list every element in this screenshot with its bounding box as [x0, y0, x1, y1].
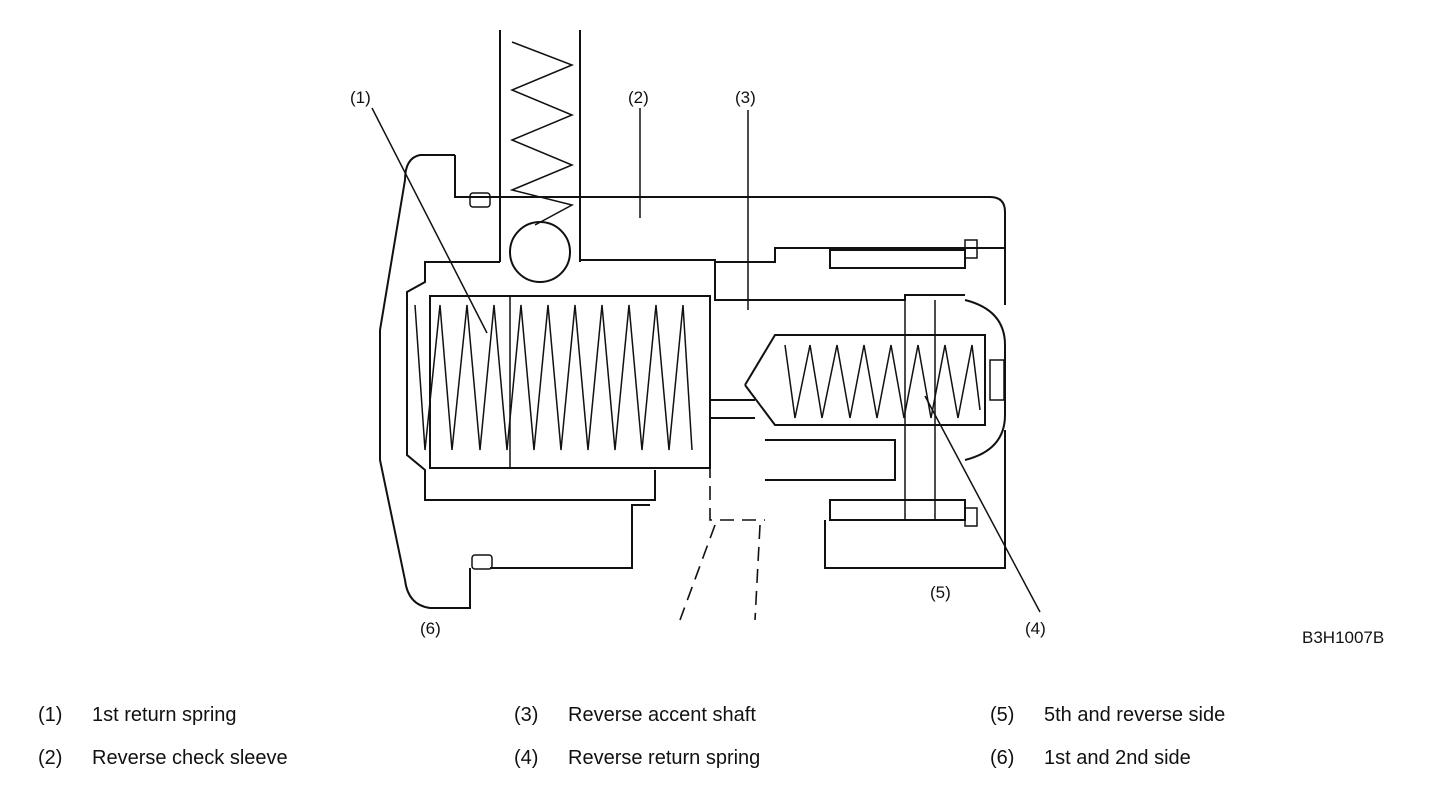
legend-text: 5th and reverse side	[1044, 704, 1226, 726]
callout-3: (3)	[735, 88, 756, 107]
legend-number: (5)	[990, 704, 1015, 726]
legend-number: (2)	[38, 747, 63, 769]
legend-text: 1st and 2nd side	[1044, 747, 1191, 769]
leader-lines	[371, 107, 1041, 613]
callout-4: (4)	[1025, 619, 1046, 638]
legend-number: (1)	[38, 704, 63, 726]
callout-6: (6)	[420, 619, 441, 638]
figure-code: B3H1007B	[1302, 628, 1385, 647]
callout-2: (2)	[628, 88, 649, 107]
legend-number: (3)	[514, 704, 539, 726]
legend-number: (6)	[990, 747, 1015, 769]
shift-fork-outline	[679, 420, 765, 621]
reverse-return-spring-assembly	[744, 239, 1006, 569]
callout-1: (1)	[350, 88, 371, 107]
callout-5: (5)	[930, 583, 951, 602]
mechanism-cross-section: (1) (2) (3) (4) (5) (6)	[350, 30, 1046, 638]
legend-text: Reverse return spring	[568, 747, 761, 769]
check-sleeve-housing	[379, 154, 1006, 609]
detent-plunger	[499, 30, 581, 283]
first-return-spring-assembly	[406, 261, 755, 501]
legend-text: Reverse accent shaft	[568, 704, 756, 726]
legend-number: (4)	[514, 747, 539, 769]
legend-text: Reverse check sleeve	[92, 747, 288, 769]
legend-text: 1st return spring	[92, 704, 237, 726]
